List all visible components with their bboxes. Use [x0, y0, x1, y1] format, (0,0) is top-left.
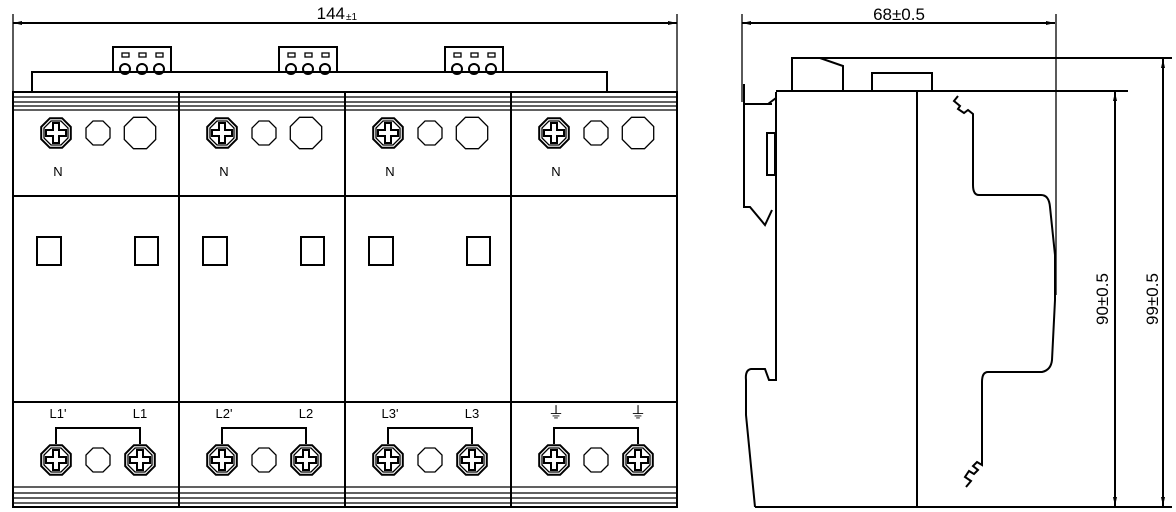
- terminal-bridge: [387, 427, 473, 444]
- terminal-hole: [85, 447, 111, 473]
- indicator-window: [455, 116, 489, 150]
- module-3: N L3' L3: [344, 92, 491, 507]
- screw-terminal-icon: [538, 444, 570, 476]
- bottom-right-terminal-label: L2: [299, 406, 313, 421]
- bottom-left-terminal-label: L3': [382, 406, 399, 421]
- terminal-bridge: [221, 427, 307, 444]
- screw-terminal-icon: [124, 444, 156, 476]
- terminal-bridge: [553, 427, 639, 444]
- top-cover-bar: [31, 71, 608, 93]
- top-terminal-block: [278, 46, 338, 75]
- indicator-hole: [583, 120, 609, 146]
- screw-terminal-icon: [372, 117, 404, 149]
- screw-terminal-icon: [40, 117, 72, 149]
- indicator-hole: [251, 120, 277, 146]
- screw-terminal-icon: [40, 444, 72, 476]
- bottom-left-terminal-label: L2': [216, 406, 233, 421]
- module-4: N ⏚ ⏚: [510, 92, 655, 507]
- status-window: [300, 236, 325, 266]
- front-view: 144 ±1 N L1' L1 N L2' L2 N L3' L3 N ⏚ ⏚: [12, 4, 678, 508]
- modules: N L1' L1 N L2' L2 N L3' L3 N ⏚ ⏚: [36, 92, 655, 507]
- terminal-hole: [417, 447, 443, 473]
- top-terminal-label: N: [385, 164, 394, 179]
- module-2: N L2' L2: [178, 92, 325, 507]
- width-dimension-tolerance: ±1: [346, 12, 357, 23]
- screw-terminal-icon: [206, 444, 238, 476]
- terminal-bridge: [55, 427, 141, 444]
- screw-terminal-icon: [622, 444, 654, 476]
- top-terminal-block: [444, 46, 504, 75]
- side-view: 68±0.5 90±0.5 99±0.5: [741, 5, 1172, 508]
- body-height-value: 90±0.5: [1093, 273, 1112, 325]
- screw-terminal-icon: [206, 117, 238, 149]
- status-window: [134, 236, 159, 266]
- body-height-dimension: 90±0.5: [1093, 92, 1117, 506]
- indicator-hole: [417, 120, 443, 146]
- width-dimension: 144 ±1: [12, 4, 678, 92]
- indicator-window: [289, 116, 323, 150]
- indicator-hole: [85, 120, 111, 146]
- status-window: [368, 236, 394, 266]
- side-profile: [743, 57, 1056, 508]
- indicator-window: [621, 116, 655, 150]
- bottom-right-terminal-label: L3: [465, 406, 479, 421]
- screw-terminal-icon: [372, 444, 404, 476]
- status-window: [36, 236, 62, 266]
- screw-terminal-icon: [456, 444, 488, 476]
- top-terminal-blocks: [112, 46, 504, 75]
- bottom-right-terminal-label: L1: [133, 406, 147, 421]
- bottom-left-terminal-label: ⏚: [548, 404, 564, 422]
- top-terminal-label: N: [53, 164, 62, 179]
- width-dimension-value: 144: [317, 4, 345, 23]
- top-terminal-label: N: [551, 164, 560, 179]
- bottom-right-terminal-label: ⏚: [630, 404, 646, 422]
- status-window: [202, 236, 228, 266]
- status-window: [466, 236, 491, 266]
- top-terminal-label: N: [219, 164, 228, 179]
- depth-dimension-value: 68±0.5: [873, 5, 925, 24]
- depth-dimension: 68±0.5: [741, 5, 1057, 295]
- indicator-window: [123, 116, 157, 150]
- terminal-hole: [251, 447, 277, 473]
- bottom-left-terminal-label: L1': [50, 406, 67, 421]
- screw-terminal-icon: [538, 117, 570, 149]
- terminal-hole: [583, 447, 609, 473]
- total-height-dimension: 99±0.5: [1143, 59, 1165, 506]
- total-height-value: 99±0.5: [1143, 273, 1162, 325]
- module-1: N L1' L1: [36, 116, 159, 476]
- screw-terminal-icon: [290, 444, 322, 476]
- top-terminal-block: [112, 46, 172, 75]
